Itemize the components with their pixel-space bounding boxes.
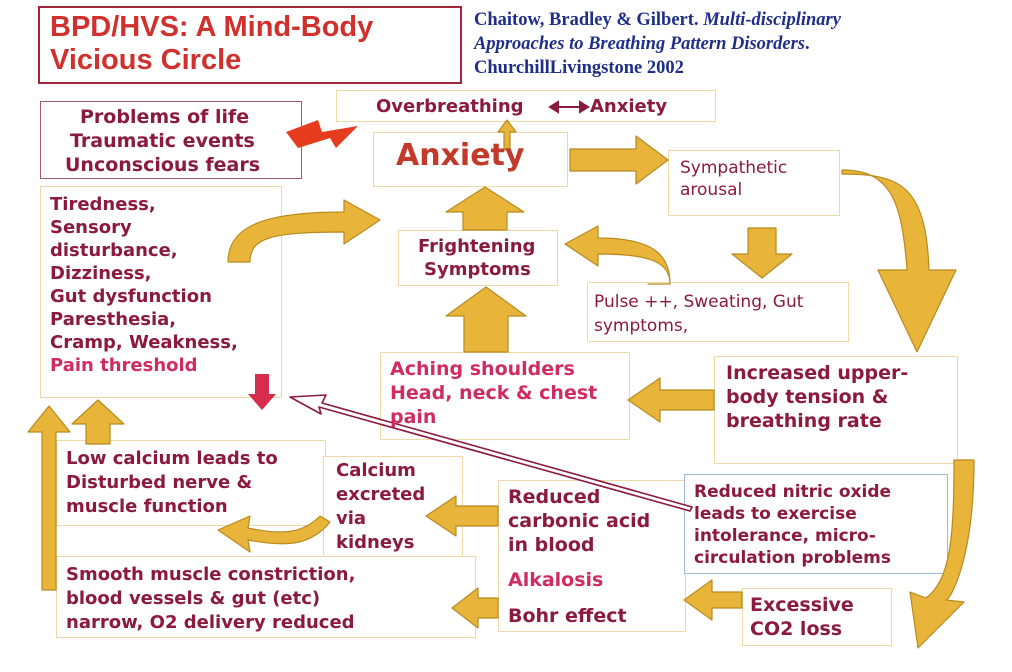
low-calcium-line-2: Disturbed nerve & bbox=[66, 472, 253, 493]
co2-line-1: Excessive bbox=[750, 594, 854, 616]
problems-box bbox=[40, 101, 302, 179]
carbonic-line-1: Reduced bbox=[508, 486, 601, 508]
pulse-line-1: Pulse ++, Sweating, Gut bbox=[594, 292, 804, 312]
aching-line-2: Head, neck & chest bbox=[390, 382, 598, 404]
anxiety-label: Anxiety bbox=[396, 138, 525, 173]
citation-period: . bbox=[805, 34, 810, 54]
low-calcium-line-1: Low calcium leads to bbox=[66, 448, 278, 469]
symptoms-line-7: Cramp, Weakness, bbox=[50, 332, 238, 353]
arrow-anxiety-to-sympathetic bbox=[569, 135, 669, 185]
arrow-sympathetic-to-tension bbox=[841, 169, 957, 353]
low-calcium-line-3: muscle function bbox=[66, 496, 228, 517]
citation-authors: Chaitow, Bradley & Gilbert. bbox=[474, 10, 699, 30]
problems-line-3: Unconscious fears bbox=[65, 154, 261, 176]
smooth-box bbox=[56, 556, 476, 638]
aching-line-1: Aching shoulders bbox=[390, 358, 575, 380]
citation-publisher: ChurchillLivingstone 2002 bbox=[474, 58, 684, 78]
nitric-line-1: Reduced nitric oxide bbox=[694, 482, 892, 502]
overbreathing-anxiety-label: Anxiety bbox=[590, 96, 668, 117]
arrow-sympathetic-to-pulse bbox=[731, 227, 793, 279]
page-title: BPD/HVS: A Mind-Body Vicious Circle bbox=[38, 6, 462, 84]
overbreathing-label: Overbreathing bbox=[376, 96, 524, 117]
tension-line-1: Increased upper- bbox=[726, 362, 909, 384]
calcium-line-3: via bbox=[336, 508, 367, 529]
arrow-low-calcium-to-symptoms bbox=[71, 399, 125, 445]
carbonic-line-2: carbonic acid bbox=[508, 510, 651, 532]
arrow-tension-to-aching bbox=[627, 377, 715, 423]
symptoms-line-4: Dizziness, bbox=[50, 263, 152, 284]
arrow-frightening-to-anxiety bbox=[445, 186, 525, 231]
tension-line-2: body tension & bbox=[726, 386, 889, 408]
carbonic-line-3: in blood bbox=[508, 534, 595, 556]
arrow-pulse-to-frightening bbox=[564, 225, 671, 285]
symptoms-line-1: Tiredness, bbox=[50, 194, 156, 215]
symptoms-line-5: Gut dysfunction bbox=[50, 286, 212, 307]
citation-book-line1: Multi-disciplinary bbox=[703, 10, 841, 30]
calcium-line-2: excreted bbox=[336, 484, 426, 505]
citation-book-line2: Approaches to Breathing Pattern Disorder… bbox=[474, 34, 805, 54]
smooth-line-2: blood vessels & gut (etc) bbox=[66, 588, 321, 609]
tension-line-3: breathing rate bbox=[726, 410, 882, 432]
low-calcium-box bbox=[56, 440, 326, 526]
symptoms-line-6: Paresthesia, bbox=[50, 309, 177, 330]
symptoms-line-2: Sensory bbox=[50, 217, 132, 238]
frightening-line-1: Frightening bbox=[418, 236, 536, 257]
sympathetic-line-1: Sympathetic bbox=[680, 158, 788, 178]
aching-line-3: pain bbox=[390, 406, 437, 428]
co2-box bbox=[742, 588, 892, 646]
arrow-co2-to-carbonic bbox=[683, 579, 743, 621]
pulse-box bbox=[587, 282, 849, 342]
arrow-aching-to-frightening bbox=[445, 286, 527, 353]
alkalosis-label: Alkalosis bbox=[508, 569, 604, 591]
pain-threshold-label: Pain threshold bbox=[50, 355, 198, 376]
nitric-line-2: leads to exercise bbox=[694, 504, 857, 524]
calcium-line-4: kidneys bbox=[336, 532, 415, 553]
bohr-effect-label: Bohr effect bbox=[508, 605, 627, 627]
problems-line-2: Traumatic events bbox=[70, 130, 255, 152]
symptoms-line-3: disturbance, bbox=[50, 240, 178, 261]
sympathetic-box bbox=[668, 150, 840, 216]
nitric-line-4: circulation problems bbox=[694, 548, 892, 568]
frightening-line-2: Symptoms bbox=[424, 259, 531, 280]
sympathetic-line-2: arousal bbox=[680, 180, 743, 200]
pulse-line-2: symptoms, bbox=[594, 316, 689, 336]
calcium-line-1: Calcium bbox=[336, 460, 416, 481]
problems-line-1: Problems of life bbox=[80, 106, 250, 128]
smooth-line-3: narrow, O2 delivery reduced bbox=[66, 612, 355, 633]
citation: Chaitow, Bradley & Gilbert. Multi-discip… bbox=[474, 8, 1004, 80]
overbreathing-box bbox=[336, 90, 716, 122]
smooth-line-1: Smooth muscle constriction, bbox=[66, 564, 356, 585]
co2-line-2: CO2 loss bbox=[750, 618, 843, 640]
nitric-line-3: intolerance, micro- bbox=[694, 526, 876, 546]
nitric-box bbox=[684, 474, 948, 574]
